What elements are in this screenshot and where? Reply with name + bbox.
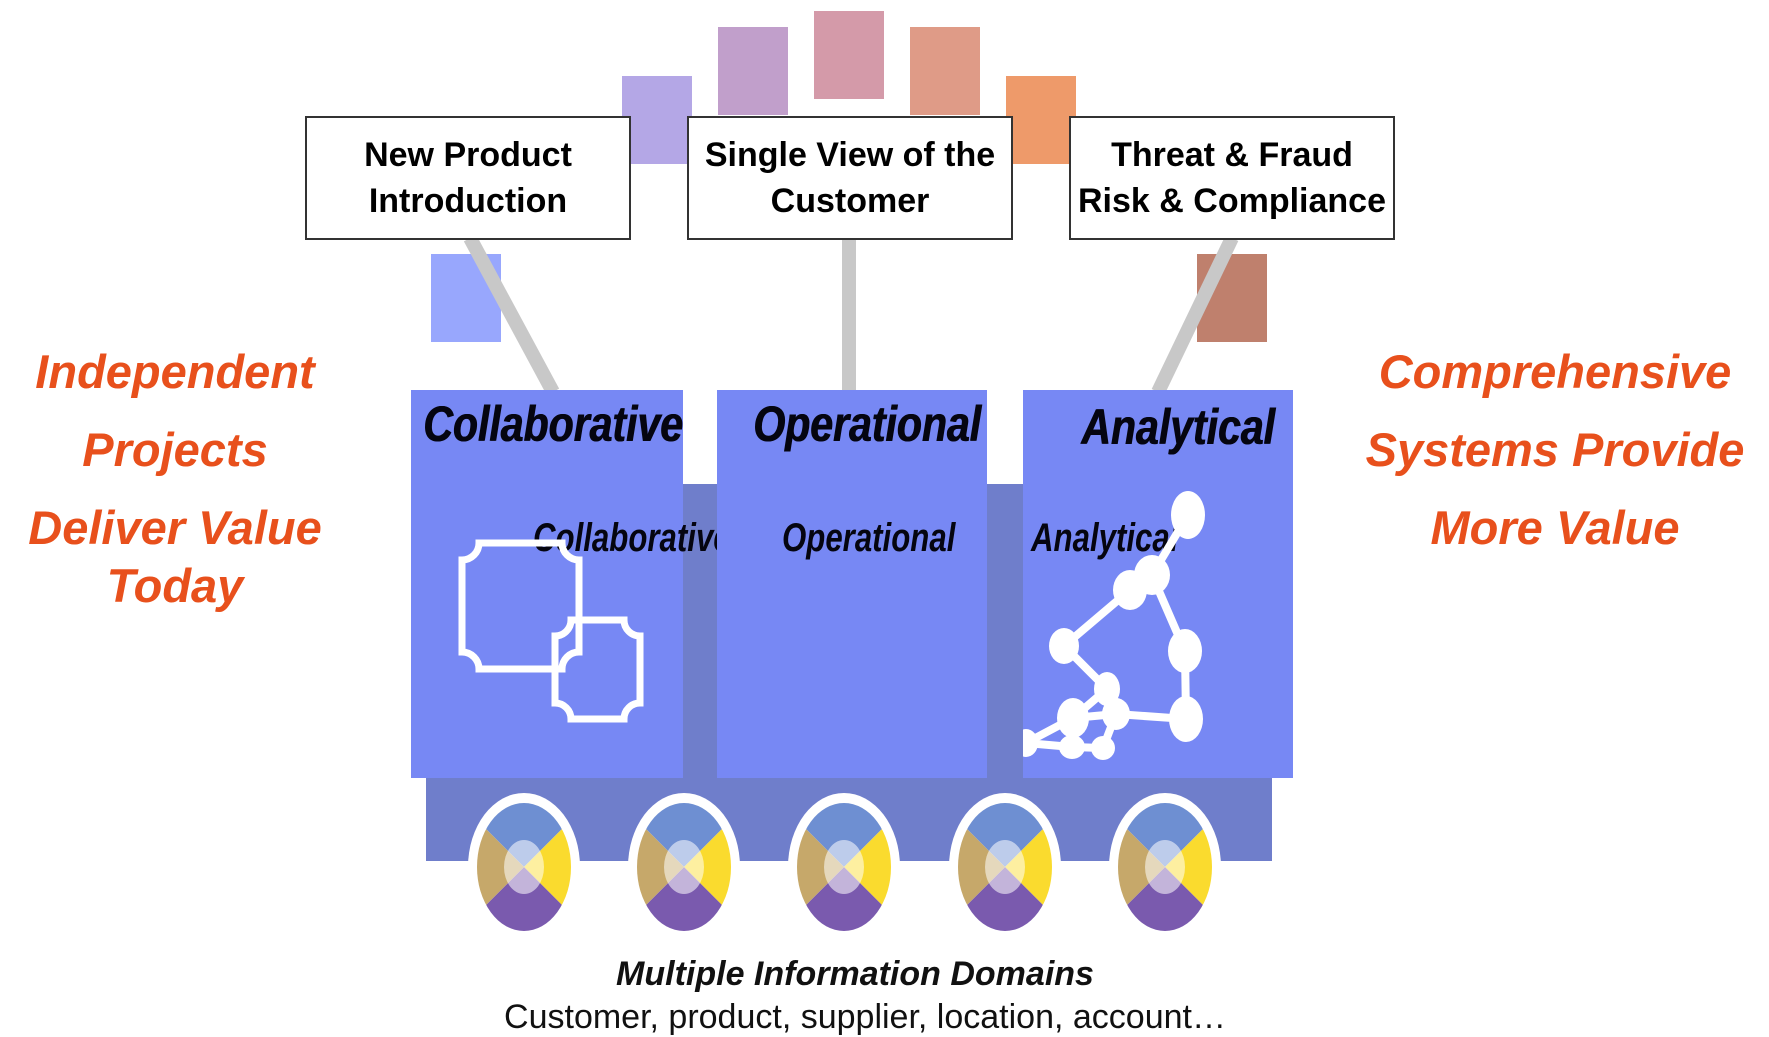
left-tagline: Independent Projects Deliver Value Today: [0, 333, 350, 625]
arc-square-4: [910, 27, 980, 115]
callout-line-1: Single View of the: [704, 136, 996, 174]
tagline-line: Systems Provide: [1365, 423, 1745, 476]
callout-line-2: Risk & Compliance: [1078, 182, 1386, 220]
callout-new-product: New Product Introduction: [305, 116, 631, 240]
connector-left: [463, 234, 560, 396]
right-tagline: Comprehensive Systems Provide More Value: [1340, 333, 1769, 567]
panel-operational: Operational Operational: [717, 390, 987, 778]
panel-title: Collaborative: [423, 396, 683, 452]
domains-title: Multiple Information Domains: [616, 955, 1094, 993]
domain-wheel-5: [1045, 747, 1285, 987]
arc-square-2: [718, 27, 788, 115]
tagline-line: Comprehensive: [1378, 345, 1732, 398]
callout-threat-fraud: Threat & Fraud Risk & Compliance: [1069, 116, 1395, 240]
callout-line-2: Introduction: [368, 182, 568, 220]
panel-analytical: Analytical Analytical: [1023, 390, 1293, 778]
domain-wheel-3: [724, 747, 964, 987]
callout-line-1: Threat & Fraud: [1111, 136, 1353, 174]
callout-line-2: Customer: [770, 182, 930, 220]
connector-right: [1151, 234, 1239, 396]
panel-title: Analytical: [1081, 399, 1275, 455]
domain-wheel-1: [404, 747, 644, 987]
tagline-line: More Value: [1430, 501, 1680, 554]
collaborative-shapes: [458, 539, 644, 723]
callout-line-1: New Product: [364, 136, 572, 174]
tagline-line: Today: [106, 559, 244, 612]
arc-square-3: [814, 11, 884, 99]
callout-single-view: Single View of the Customer: [687, 116, 1013, 240]
tagline-line: Deliver Value: [28, 501, 322, 554]
tagline-line: Independent: [35, 345, 315, 398]
panel-collaborative: Collaborative Collaborative: [411, 390, 731, 778]
panel-subtitle: Operational: [782, 516, 956, 560]
arc-square-1: [622, 76, 692, 164]
panel-title: Operational: [753, 396, 981, 452]
domain-wheel-4: [885, 747, 1125, 987]
arc-square-5: [1006, 76, 1076, 164]
analytical-network: [1023, 491, 1205, 760]
panel-subtitle: Analytical: [1031, 516, 1179, 560]
domains-subtitle: Customer, product, supplier, location, a…: [504, 998, 1226, 1036]
tagline-line: Projects: [82, 423, 268, 476]
domain-wheel-2: [564, 747, 804, 987]
